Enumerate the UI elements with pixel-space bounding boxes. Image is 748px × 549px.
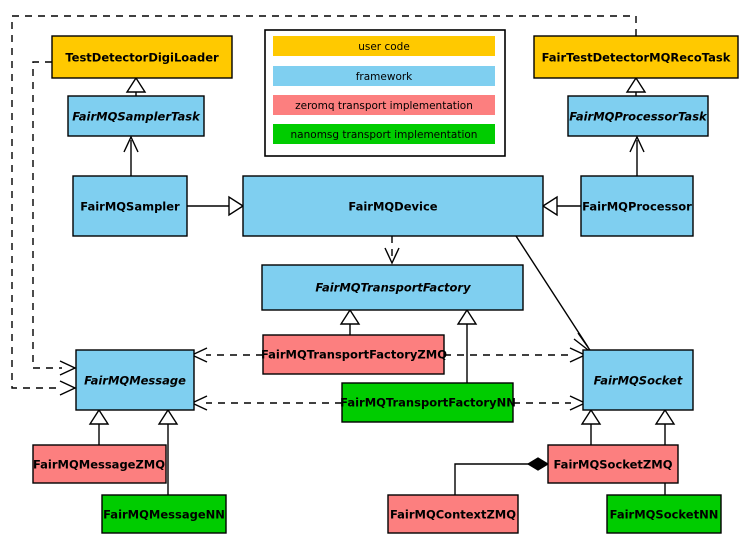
node-label-FairMQSocketZMQ: FairMQSocketZMQ xyxy=(554,458,673,472)
legend-item-zeromq: zeromq transport implementation xyxy=(273,95,495,115)
node-box-FairMQSocketNN[interactable] xyxy=(606,494,722,534)
edge-factorynn-to-factory xyxy=(456,308,478,383)
node-label-FairMQTransportFactoryZMQ: FairMQTransportFactoryZMQ xyxy=(261,348,447,362)
edge-recotask-to-message xyxy=(11,15,637,396)
edge-socketzmq-to-socket xyxy=(580,408,602,445)
node-box-FairMQSampler[interactable] xyxy=(72,175,188,237)
legend-item-user-code: user code xyxy=(273,36,495,56)
node-box-FairMQSamplerTask[interactable] xyxy=(67,95,205,137)
legend-label-nanomsg: nanomsg transport implementation xyxy=(291,129,478,141)
node-box-TestDetectorDigiLoader[interactable] xyxy=(51,35,233,79)
legend-label-zeromq: zeromq transport implementation xyxy=(295,100,473,112)
node-box-FairMQMessageNN[interactable] xyxy=(101,494,227,534)
node-box-FairMQSocket[interactable] xyxy=(582,349,694,411)
edge-sampler-to-device xyxy=(187,195,245,217)
node-FairMQProcessor[interactable]: FairMQProcessor xyxy=(580,175,694,237)
node-FairTestDetectorMQRecoTask[interactable]: FairTestDetectorMQRecoTask xyxy=(533,35,739,79)
node-box-FairMQMessage[interactable] xyxy=(75,349,195,411)
edge-processor-to-device xyxy=(541,195,581,217)
node-box-FairMQDevice[interactable] xyxy=(242,175,544,237)
node-label-FairMQMessageNN: FairMQMessageNN xyxy=(103,508,225,522)
node-FairMQSocket[interactable]: FairMQSocket xyxy=(582,349,694,411)
legend-swatch-framework xyxy=(273,66,495,86)
node-box-FairMQTransportFactoryZMQ[interactable] xyxy=(262,334,445,375)
legend-item-framework: framework xyxy=(273,66,495,86)
node-label-FairMQMessageZMQ: FairMQMessageZMQ xyxy=(33,458,165,472)
edge-factoryzmq-to-message xyxy=(190,347,263,363)
node-TestDetectorDigiLoader[interactable]: TestDetectorDigiLoader xyxy=(51,35,233,79)
node-box-FairMQMessageZMQ[interactable] xyxy=(32,444,167,484)
node-label-FairMQProcessor: FairMQProcessor xyxy=(582,200,692,214)
legend-swatch-nanomsg xyxy=(273,124,495,144)
node-label-FairMQTransportFactory: FairMQTransportFactory xyxy=(315,281,471,295)
node-box-FairMQContextZMQ[interactable] xyxy=(387,494,519,534)
node-FairMQMessageNN[interactable]: FairMQMessageNN xyxy=(101,494,227,534)
edge-device-to-socket xyxy=(515,235,593,354)
edge-processor-to-processortask xyxy=(629,135,645,176)
edge-sampler-to-samplertask xyxy=(123,135,139,176)
node-label-FairMQSamplerTask: FairMQSamplerTask xyxy=(72,110,201,124)
node-label-FairMQSocketNN: FairMQSocketNN xyxy=(610,508,719,522)
edge-factoryzmq-to-factory xyxy=(339,308,361,335)
node-box-FairMQProcessor[interactable] xyxy=(580,175,694,237)
node-FairMQSampler[interactable]: FairMQSampler xyxy=(72,175,188,237)
edge-factoryzmq-to-socket xyxy=(444,347,587,363)
edge-processortask-to-recotask xyxy=(625,76,647,96)
node-FairMQMessageZMQ[interactable]: FairMQMessageZMQ xyxy=(32,444,167,484)
node-FairMQTransportFactoryNN[interactable]: FairMQTransportFactoryNN xyxy=(340,382,516,423)
edge-factorynn-to-message xyxy=(190,395,342,411)
node-label-FairMQSampler: FairMQSampler xyxy=(80,200,180,214)
legend-label-framework: framework xyxy=(356,71,413,83)
legend-label-user-code: user code xyxy=(358,41,410,53)
node-label-FairMQSocket: FairMQSocket xyxy=(594,374,683,388)
node-box-FairMQSocketZMQ[interactable] xyxy=(547,444,679,484)
node-FairMQSocketZMQ[interactable]: FairMQSocketZMQ xyxy=(547,444,679,484)
edge-factorynn-to-socket xyxy=(513,395,587,411)
node-label-FairMQContextZMQ: FairMQContextZMQ xyxy=(390,508,516,522)
legend-panel: user code framework zeromq transport imp… xyxy=(264,29,506,157)
node-FairMQContextZMQ[interactable]: FairMQContextZMQ xyxy=(387,494,519,534)
legend-swatch-zeromq xyxy=(273,95,495,115)
node-FairMQTransportFactoryZMQ[interactable]: FairMQTransportFactoryZMQ xyxy=(261,334,447,375)
edge-messagenn-to-message xyxy=(157,408,179,495)
node-layer: TestDetectorDigiLoader FairTestDetectorM… xyxy=(32,35,739,534)
node-box-FairMQTransportFactoryNN[interactable] xyxy=(341,382,514,423)
node-FairMQSamplerTask[interactable]: FairMQSamplerTask xyxy=(67,95,205,137)
node-label-FairTestDetectorMQRecoTask: FairTestDetectorMQRecoTask xyxy=(542,51,731,65)
node-label-FairMQDevice: FairMQDevice xyxy=(348,200,437,214)
node-box-FairMQTransportFactory[interactable] xyxy=(261,264,524,311)
node-label-FairMQTransportFactoryNN: FairMQTransportFactoryNN xyxy=(340,396,516,410)
legend-swatch-user-code xyxy=(273,36,495,56)
legend-item-nanomsg: nanomsg transport implementation xyxy=(273,124,495,144)
node-label-FairMQProcessorTask: FairMQProcessorTask xyxy=(569,110,708,124)
node-label-FairMQMessage: FairMQMessage xyxy=(84,374,186,388)
node-box-FairMQProcessorTask[interactable] xyxy=(567,95,709,137)
node-box-FairTestDetectorMQRecoTask[interactable] xyxy=(533,35,739,79)
node-FairMQTransportFactory[interactable]: FairMQTransportFactory xyxy=(261,264,524,311)
node-FairMQSocketNN[interactable]: FairMQSocketNN xyxy=(606,494,722,534)
node-FairMQDevice[interactable]: FairMQDevice xyxy=(242,175,544,237)
node-label-TestDetectorDigiLoader: TestDetectorDigiLoader xyxy=(65,51,219,65)
edge-samplertask-to-digiloader xyxy=(125,76,147,96)
edge-messagezmq-to-message xyxy=(88,408,110,445)
edge-contextzmq-to-socketzmq xyxy=(454,457,550,495)
edge-device-to-transportfactory xyxy=(384,236,400,265)
edge-digiloader-to-message xyxy=(32,61,77,376)
node-FairMQMessage[interactable]: FairMQMessage xyxy=(75,349,195,411)
node-FairMQProcessorTask[interactable]: FairMQProcessorTask xyxy=(567,95,709,137)
